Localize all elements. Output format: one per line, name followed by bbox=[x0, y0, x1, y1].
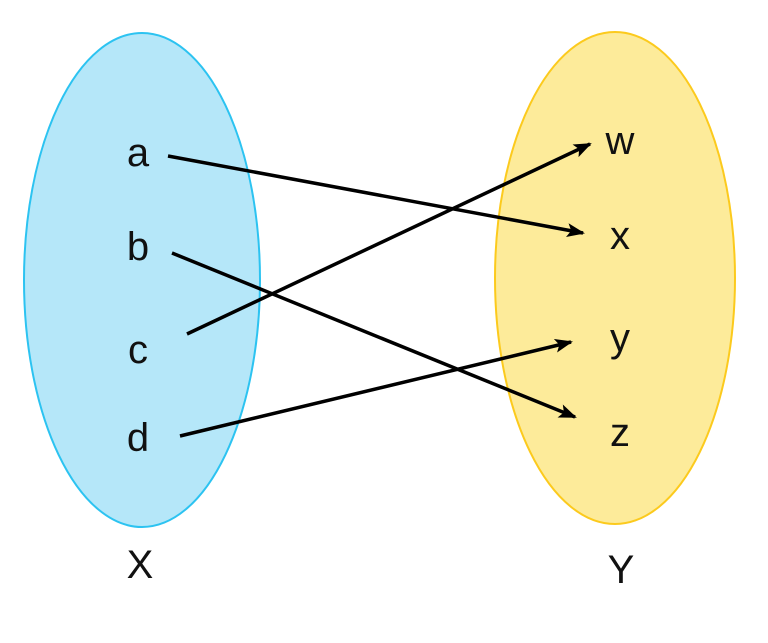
set-y-element-y: y bbox=[610, 316, 630, 360]
arrow-b-to-z bbox=[171, 251, 577, 419]
set-x-element-a: a bbox=[127, 131, 150, 175]
set-y-label: Y bbox=[608, 548, 635, 592]
mapping-arrows bbox=[167, 142, 592, 438]
arrow-c-to-w bbox=[186, 142, 592, 336]
set-x-elements: a b cd bbox=[127, 131, 150, 460]
arrow-d-to-y bbox=[179, 338, 573, 438]
set-y-element-w: w bbox=[605, 119, 635, 163]
arrow-a-to-x bbox=[167, 154, 585, 237]
set-y-element-x: x bbox=[610, 214, 630, 258]
set-x-ellipse bbox=[23, 32, 261, 528]
set-x-element-b: b bbox=[127, 225, 149, 269]
set-x-label: X bbox=[127, 543, 154, 587]
set-y-ellipse bbox=[494, 31, 736, 525]
set-x-element-d: d bbox=[127, 416, 149, 460]
set-x-element-c: c bbox=[128, 328, 148, 372]
set-y-elements: w x y z bbox=[605, 119, 635, 455]
set-y-element-z: z bbox=[610, 411, 630, 455]
